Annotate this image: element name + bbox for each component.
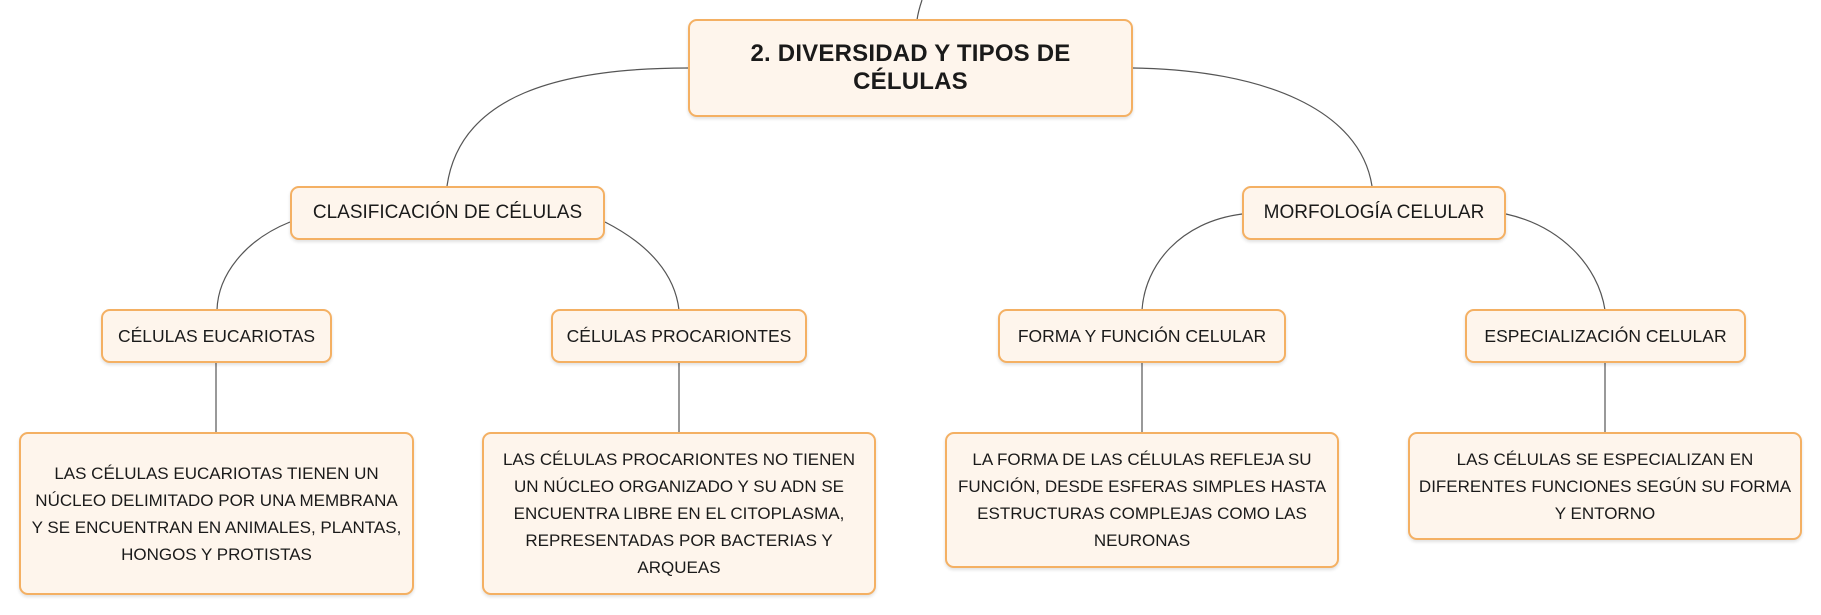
connector-root-classification xyxy=(446,67,689,187)
detail-text-prokaryotic: LAS CÉLULAS PROCARIONTES NO TIENEN UN NÚ… xyxy=(502,450,856,577)
topic-label-morphology: MORFOLOGÍA CELULAR xyxy=(1263,202,1485,223)
root-topic-label: 2. DIVERSIDAD Y TIPOS DE CÉLULAS xyxy=(750,40,1071,95)
subtopic-node-form-function[interactable]: FORMA Y FUNCIÓN CELULAR xyxy=(998,309,1286,363)
subtopic-node-specialization[interactable]: ESPECIALIZACIÓN CELULAR xyxy=(1465,309,1746,363)
detail-text-eukaryotic: LAS CÉLULAS EUCARIOTAS TIENEN UN NÚCLEO … xyxy=(31,463,402,564)
topic-node-morphology[interactable]: MORFOLOGÍA CELULAR xyxy=(1242,186,1506,240)
subtopic-node-prokaryotic[interactable]: CÉLULAS PROCARIONTES xyxy=(551,309,807,363)
connector-classification-prokaryotic xyxy=(604,221,680,311)
connector-classification-eukaryotic xyxy=(216,221,291,311)
connector-morphology-specialization xyxy=(1505,213,1606,311)
detail-node-form-function[interactable]: LA FORMA DE LAS CÉLULAS REFLEJA SU FUNCI… xyxy=(945,432,1339,568)
detail-text-form-function: LA FORMA DE LAS CÉLULAS REFLEJA SU FUNCI… xyxy=(957,450,1327,550)
detail-text-specialization: LAS CÉLULAS SE ESPECIALIZAN EN DIFERENTE… xyxy=(1418,449,1792,523)
subtopic-node-eukaryotic[interactable]: CÉLULAS EUCARIOTAS xyxy=(101,309,332,363)
root-topic-node[interactable]: 2. DIVERSIDAD Y TIPOS DE CÉLULAS xyxy=(688,19,1133,117)
connector-root-morphology xyxy=(1132,67,1373,187)
topic-label-classification: CLASIFICACIÓN DE CÉLULAS xyxy=(312,202,583,223)
subtopic-label-form-function: FORMA Y FUNCIÓN CELULAR xyxy=(1017,325,1267,346)
subtopic-label-specialization: ESPECIALIZACIÓN CELULAR xyxy=(1484,325,1727,346)
connector-morphology-form xyxy=(1141,213,1243,311)
detail-node-prokaryotic[interactable]: LAS CÉLULAS PROCARIONTES NO TIENEN UN NÚ… xyxy=(482,432,876,595)
topic-node-classification[interactable]: CLASIFICACIÓN DE CÉLULAS xyxy=(290,186,605,240)
subtopic-label-eukaryotic: CÉLULAS EUCARIOTAS xyxy=(117,325,316,346)
detail-node-specialization[interactable]: LAS CÉLULAS SE ESPECIALIZAN EN DIFERENTE… xyxy=(1408,432,1802,540)
subtopic-label-prokaryotic: CÉLULAS PROCARIONTES xyxy=(566,325,792,346)
connector-incoming-root xyxy=(916,0,923,21)
detail-node-eukaryotic[interactable]: LAS CÉLULAS EUCARIOTAS TIENEN UN NÚCLEO … xyxy=(19,432,414,595)
